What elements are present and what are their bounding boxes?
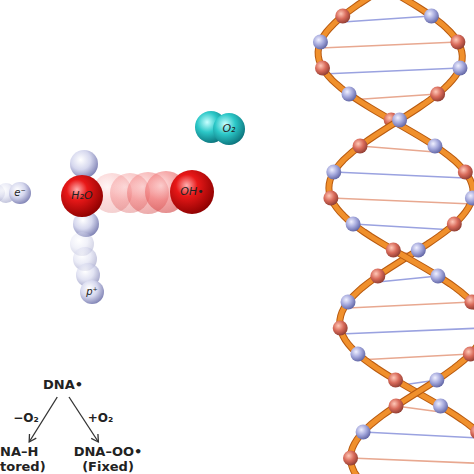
species-label: p⁺ — [86, 286, 98, 298]
condition-label: +O₂ — [88, 411, 114, 425]
base-pair-rung — [363, 432, 474, 438]
nucleotide-bead — [346, 217, 361, 232]
nucleotide-bead — [386, 243, 401, 258]
product-label: tored) — [0, 460, 46, 474]
nucleotide-bead — [447, 217, 462, 232]
base-pair-rung — [320, 42, 457, 48]
nucleotide-bead — [323, 191, 338, 206]
hydroxyl-sphere: OH• — [170, 170, 214, 214]
proton-sphere: p⁺ — [80, 280, 104, 304]
nucleotide-bead — [452, 61, 467, 76]
fixed-node: DNA–OO•(Fixed) — [70, 444, 146, 474]
nucleotide-bead — [350, 347, 365, 362]
radical-node: DNA• — [36, 375, 90, 395]
nucleotide-bead — [458, 165, 473, 180]
nucleotide-bead — [333, 321, 348, 336]
nucleotide-bead — [464, 295, 474, 310]
base-pair-rung — [351, 458, 474, 464]
nucleotide-bead — [389, 399, 404, 414]
oxygen-sphere: O₂ — [213, 113, 245, 145]
base-pair-rung — [378, 276, 438, 282]
nucleotide-bead — [465, 191, 474, 206]
nucleotide-bead — [343, 451, 358, 466]
product-label: DNA–OO• — [74, 445, 143, 460]
nucleotide-bead — [430, 87, 445, 102]
water-sphere: H₂O — [61, 175, 103, 217]
restored-node: NA–Htored) — [0, 444, 40, 474]
base-pair-rung — [340, 328, 474, 334]
nucleotide-bead — [392, 113, 407, 128]
base-pair-rung — [358, 354, 470, 360]
base-pair-rung — [353, 224, 454, 230]
product-label: (Fixed) — [82, 460, 134, 474]
base-pair-rung — [331, 198, 473, 204]
base-pair-rung — [323, 68, 460, 74]
base-pair-rung — [360, 146, 435, 152]
nucleotide-bead — [433, 399, 448, 414]
base-pair-rung — [334, 172, 466, 178]
nucleotide-bead — [341, 87, 356, 102]
nucleotide-bead — [450, 35, 465, 50]
nucleotide-bead — [427, 139, 442, 154]
species-label: O₂ — [222, 123, 235, 136]
species-label: e⁻ — [14, 187, 25, 199]
nucleotide-bead — [341, 295, 356, 310]
base-pair-rung — [348, 302, 472, 308]
base-pair-rung — [343, 16, 432, 22]
nucleotide-bead — [315, 61, 330, 76]
nucleotide-bead — [470, 425, 474, 440]
nucleotide-bead — [411, 243, 426, 258]
nucleotide-bead — [326, 165, 341, 180]
nucleotide-bead — [356, 425, 371, 440]
product-label: NA–H — [0, 445, 38, 460]
species-label: OH• — [180, 186, 203, 199]
nucleotide-bead — [335, 9, 350, 24]
condition-label: −O₂ — [13, 411, 39, 425]
electron-sphere: e⁻ — [9, 182, 31, 204]
backbone-strand — [329, 0, 474, 474]
nucleotide-bead — [430, 269, 445, 284]
nucleotide-bead — [370, 269, 385, 284]
proton-trail — [70, 232, 100, 287]
species-label: H₂O — [71, 190, 92, 203]
nucleotide-bead — [429, 373, 444, 388]
nucleotide-bead — [388, 373, 403, 388]
backbone-shadow — [318, 0, 474, 474]
nucleotide-bead — [463, 347, 474, 362]
nucleotide-bead — [353, 139, 368, 154]
dna-helix — [313, 0, 474, 474]
backbone-shadow — [329, 0, 474, 474]
backbone-strand — [318, 0, 474, 474]
nucleotide-bead — [424, 9, 439, 24]
nucleotide-bead — [313, 35, 328, 50]
product-label: DNA• — [43, 378, 83, 393]
